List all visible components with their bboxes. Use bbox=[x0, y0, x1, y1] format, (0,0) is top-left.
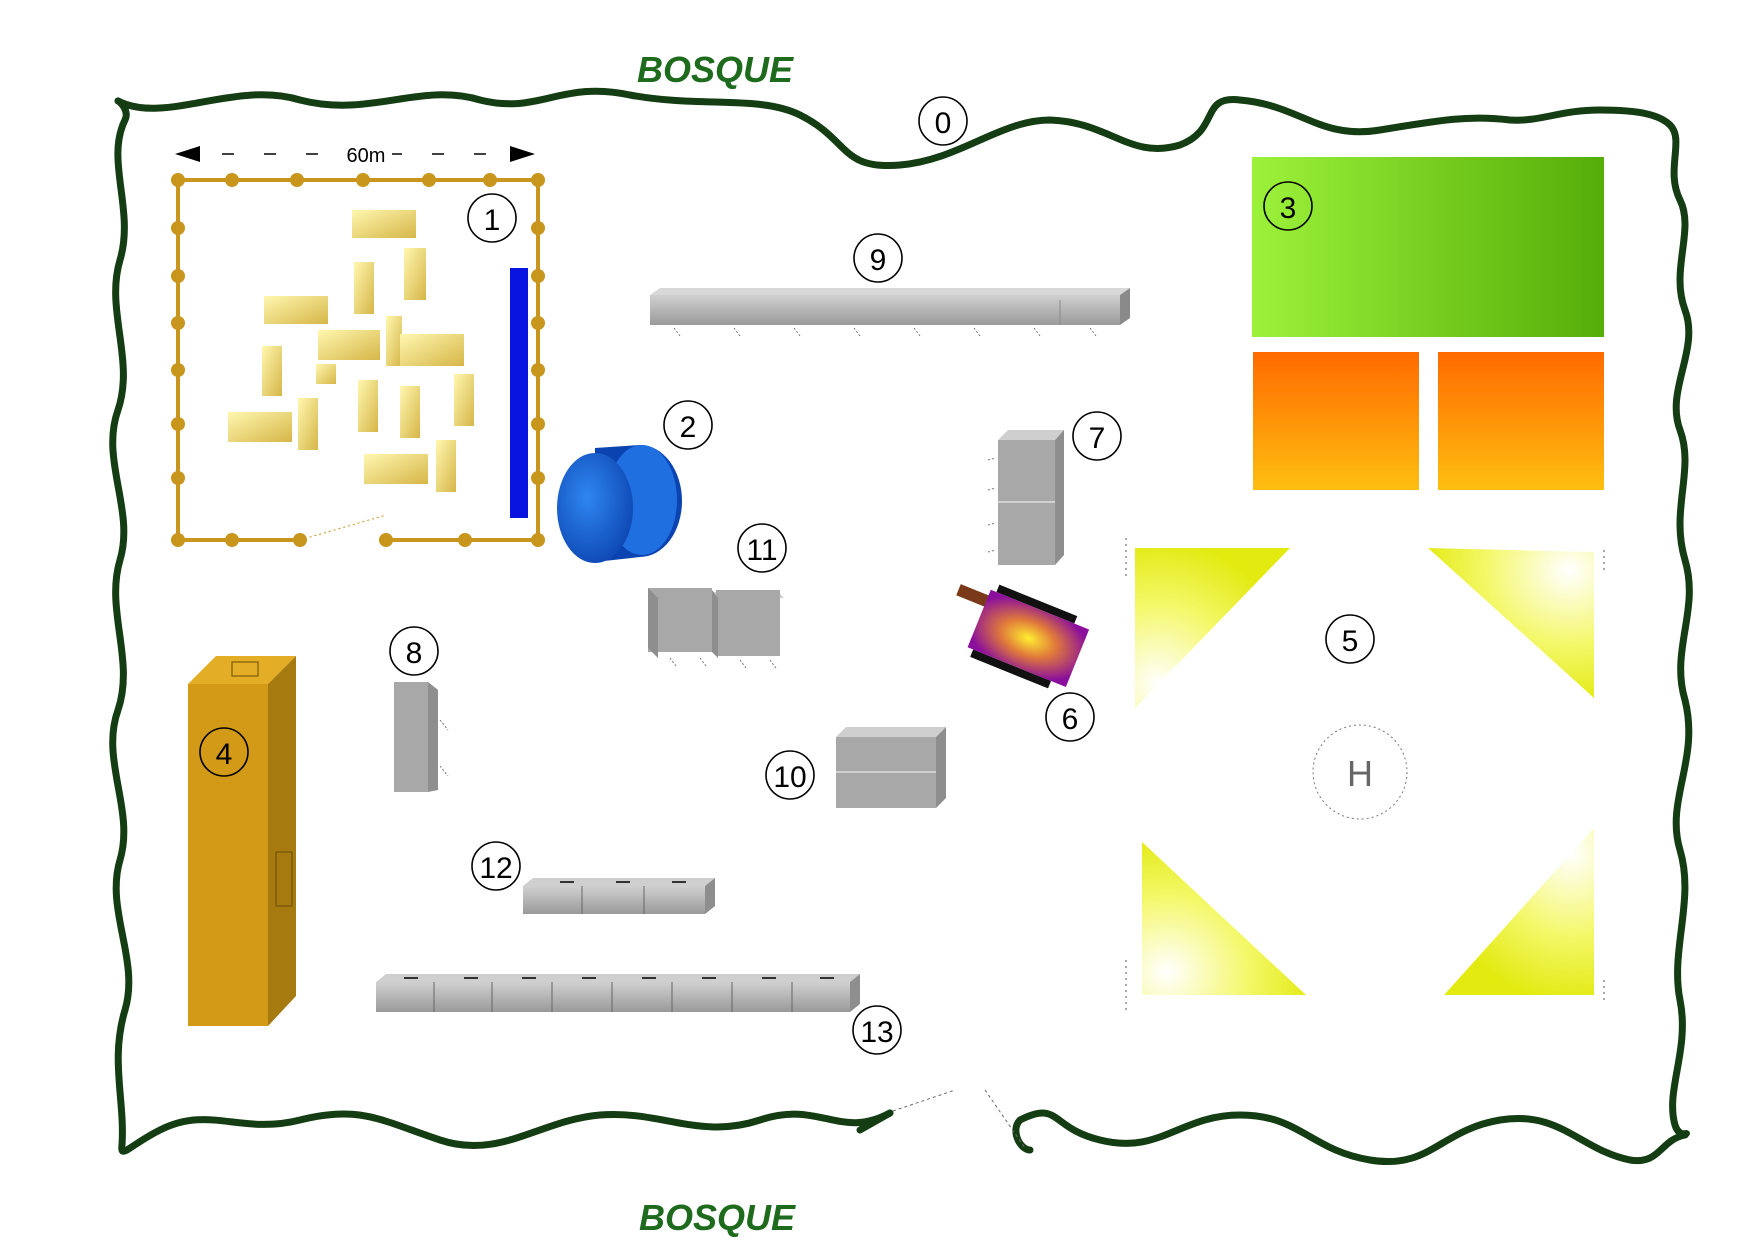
zone-marker-1 bbox=[467, 193, 517, 243]
purple-vehicle bbox=[956, 584, 1090, 689]
green-field: 3 bbox=[1252, 157, 1604, 490]
zone-marker-2 bbox=[663, 400, 713, 450]
tents bbox=[228, 210, 474, 492]
helipad-triangle-top-right bbox=[1428, 548, 1594, 698]
forest-perimeter-line bbox=[109, 87, 1693, 1165]
zone-number-12: 12 bbox=[479, 852, 512, 885]
forest-label-bottom: BOSQUE bbox=[639, 1197, 796, 1238]
zone-marker-9 bbox=[853, 233, 903, 283]
zone-number-0: 0 bbox=[935, 107, 952, 140]
zone-marker-4 bbox=[199, 727, 249, 777]
helipad-circle bbox=[1312, 724, 1408, 820]
zone-marker-10 bbox=[765, 750, 815, 800]
zone-marker-7 bbox=[1072, 411, 1122, 461]
zone-number-11: 11 bbox=[746, 534, 777, 567]
orange-plot-left bbox=[1253, 352, 1419, 490]
zone-number-1: 1 bbox=[484, 204, 501, 237]
blue-barrier bbox=[510, 268, 528, 518]
helipad-area: 5 H bbox=[1125, 538, 1605, 1010]
zone-marker-12 bbox=[471, 841, 521, 891]
fenced-camp: 60m bbox=[171, 142, 545, 547]
zone-number-8: 8 bbox=[406, 637, 423, 670]
scale-arrow-right-icon bbox=[510, 146, 535, 162]
zone-marker-0 bbox=[918, 96, 968, 146]
large-warehouse: 4 bbox=[188, 656, 296, 1026]
long-row-13 bbox=[376, 974, 860, 1012]
zone-number-13: 13 bbox=[860, 1016, 893, 1049]
forest-gate-left bbox=[856, 1109, 894, 1134]
helipad-triangle-top-left bbox=[1135, 548, 1290, 708]
twin-modules-11 bbox=[648, 588, 784, 669]
zone-number-4: 4 bbox=[216, 738, 233, 771]
forest-label-top: BOSQUE bbox=[637, 49, 794, 90]
stacked-modules-7 bbox=[987, 430, 1064, 565]
zone-marker-13 bbox=[852, 1005, 902, 1055]
zone-number-3: 3 bbox=[1280, 192, 1297, 225]
green-field-area bbox=[1252, 157, 1604, 337]
zone-marker-3 bbox=[1263, 181, 1313, 231]
fence-gate bbox=[299, 514, 387, 541]
zone-number-9: 9 bbox=[870, 244, 887, 277]
short-row-12 bbox=[523, 878, 715, 914]
zone-number-10: 10 bbox=[773, 761, 806, 794]
helipad-triangle-bottom-left bbox=[1142, 842, 1306, 995]
stacked-modules-10 bbox=[836, 727, 946, 808]
long-module-9 bbox=[650, 288, 1130, 337]
single-module-8 bbox=[394, 682, 449, 792]
scale-label-bg bbox=[340, 142, 392, 166]
scale-label: 60m bbox=[347, 145, 386, 167]
zone-number-6: 6 bbox=[1062, 703, 1079, 736]
helipad-triangle-bottom-right bbox=[1444, 828, 1594, 995]
zone-marker-8 bbox=[389, 626, 439, 676]
zone-number-2: 2 bbox=[680, 411, 697, 444]
zone-marker-11 bbox=[737, 523, 787, 573]
zone-number-7: 7 bbox=[1089, 422, 1106, 455]
gate-dashed-line-left bbox=[892, 1089, 956, 1112]
fence-posts bbox=[171, 173, 545, 547]
zone-marker-6 bbox=[1045, 692, 1095, 742]
orange-plot-right bbox=[1438, 352, 1604, 490]
scale-arrow-left-icon bbox=[175, 146, 200, 162]
zone-marker-5 bbox=[1325, 614, 1375, 664]
zone-number-5: 5 bbox=[1342, 625, 1359, 658]
helipad-letter: H bbox=[1347, 753, 1373, 794]
water-tank bbox=[557, 445, 682, 563]
